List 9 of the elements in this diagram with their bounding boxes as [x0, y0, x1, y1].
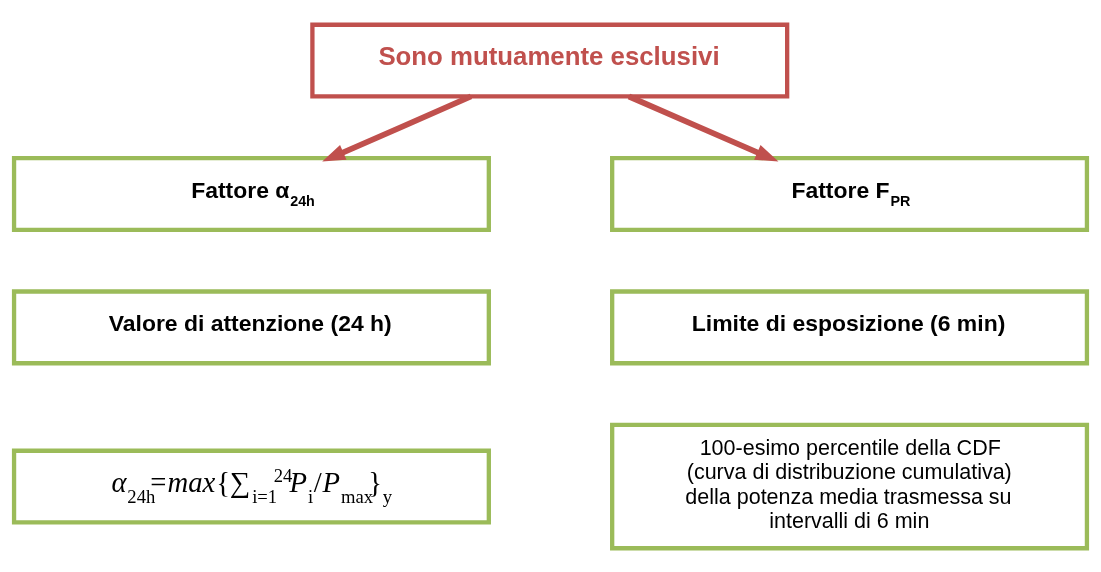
node-box: Valore di attenzione (24 h) [11, 288, 491, 365]
node-box: α$_{24h}$=max{∑$_{i=1}$$^{24}$P$_{i}$/P$_{max}$}$_{y}$ [11, 448, 491, 525]
node-box: 100-esimo percentile della CDF (curva di distribuzione cumulativa) della potenza media trasmessa su intervalli di 6 min [610, 422, 1090, 550]
node-box: Fattore F$_{PR}$ [610, 155, 1090, 232]
arrow [627, 93, 779, 162]
node-box: Sono mutuamente esclusivi [310, 22, 790, 99]
node-box: Limite di esposizione (6 min) [610, 288, 1090, 365]
node-box: Fattore α$_{24h}$ [11, 155, 491, 232]
arrow [322, 93, 473, 162]
